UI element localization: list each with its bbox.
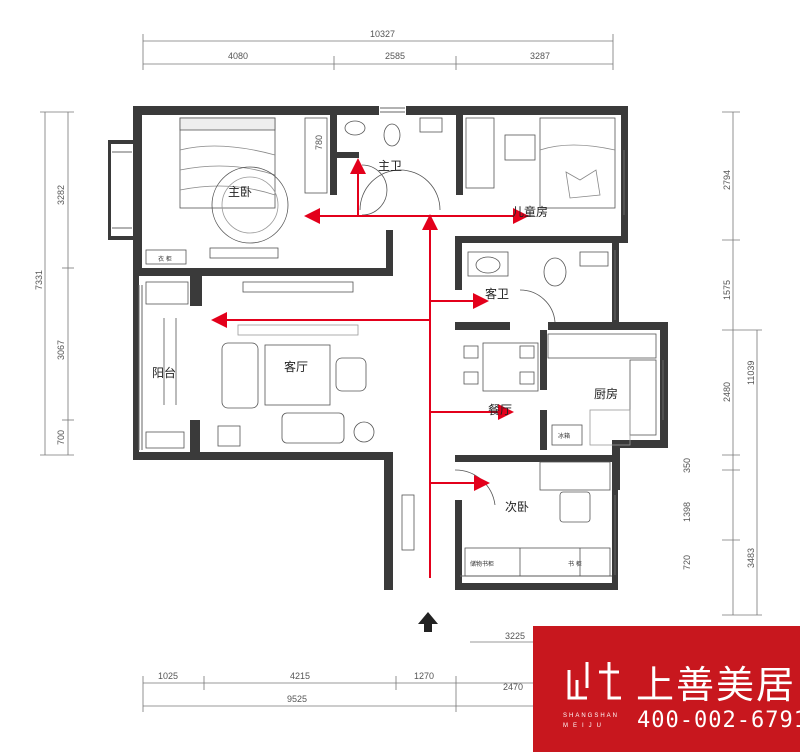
room-dining: 餐厅 [488, 402, 512, 417]
brand-pinyin-line2: MEIJU [563, 723, 606, 729]
wardrobe-label: 衣 柜 [158, 255, 172, 263]
dim-right-c: 2480 [722, 382, 732, 402]
entrance-arrow [418, 612, 438, 632]
bottom-dimensions [142, 641, 533, 712]
fridge-label: 冰箱 [558, 432, 570, 440]
room-master-bath: 主卫 [378, 159, 402, 173]
dim-right-b: 1575 [722, 280, 732, 300]
brand-phone: 400-002-6791 [637, 708, 800, 733]
brand-pinyin-line1: SHANGSHAN [563, 713, 620, 719]
dim-bottom-e: 3225 [505, 631, 525, 641]
dim-left-c: 700 [56, 430, 66, 445]
room-master-bedroom: 主卧 [228, 185, 252, 199]
room-living-room: 客厅 [284, 359, 308, 374]
right-dimensions [722, 111, 762, 616]
dim-right-g: 3483 [746, 548, 756, 568]
room-guest-bath: 客卫 [485, 286, 509, 301]
circulation-arrows [211, 158, 529, 578]
furniture [145, 117, 657, 577]
dim-bottom-a: 1025 [158, 671, 178, 681]
dim-bottom-b: 4215 [290, 671, 310, 681]
walls [108, 106, 668, 590]
dim-bottom-c: 1270 [414, 671, 434, 681]
dim-right-d: 350 [682, 458, 692, 473]
dim-top-a: 4080 [228, 51, 248, 61]
dim-bottom-d: 2470 [503, 682, 523, 692]
dim-right-a: 2794 [722, 170, 732, 190]
brand-logo-icon [567, 662, 621, 700]
room-balcony: 阳台 [152, 365, 176, 380]
dim-left-total: 7331 [34, 270, 44, 290]
dim-780: 780 [314, 135, 324, 150]
storage-label-a: 储物书柜 [470, 560, 494, 568]
storage-label-b: 书 柜 [568, 560, 582, 568]
dim-left-a: 3282 [56, 185, 66, 205]
brand-name: 上善美居 [636, 663, 797, 707]
room-kids-room: 儿童房 [512, 204, 548, 219]
dim-bottom-total: 9525 [287, 694, 307, 704]
top-dimensions [142, 34, 614, 70]
brand-panel: 上善美居 SHANGSHAN MEIJU 400-002-6791 [533, 626, 800, 752]
dim-right-f: 720 [682, 555, 692, 570]
dim-right-e: 1398 [682, 502, 692, 522]
dim-top-b: 2585 [385, 51, 405, 61]
room-second-bedroom: 次卧 [505, 500, 529, 514]
dim-right-total: 11039 [746, 361, 756, 385]
left-dimensions [40, 111, 74, 456]
dim-top-total: 10327 [370, 29, 395, 39]
room-kitchen: 厨房 [594, 386, 618, 401]
dim-left-b: 3067 [56, 340, 66, 360]
dim-top-c: 3287 [530, 51, 550, 61]
